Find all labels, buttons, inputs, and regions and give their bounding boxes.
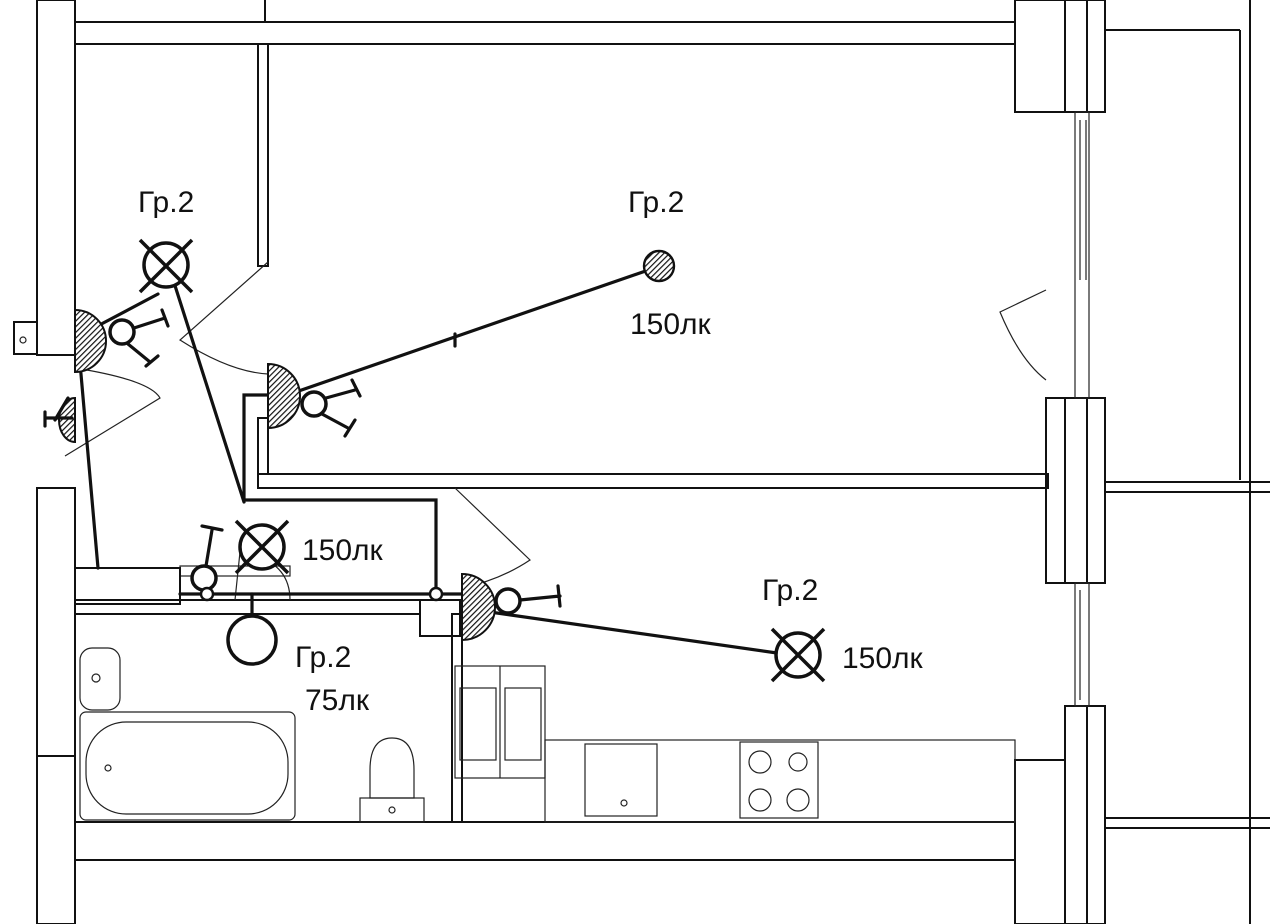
socket-entry <box>108 308 170 368</box>
labels: Гр.2 Гр.2 150лк 150лк Гр.2 75лк Гр.2 150… <box>138 186 924 717</box>
label-lux-top-right: 150лк <box>630 308 712 341</box>
partition-bath <box>74 599 421 615</box>
wall-right-lower <box>1014 759 1066 924</box>
wall-right-mid-insul <box>1064 397 1088 584</box>
lamp-bath <box>226 614 278 666</box>
partition-vertical <box>257 43 269 267</box>
door-balcony <box>999 289 1047 381</box>
label-lux-center: 150лк <box>302 534 384 567</box>
junction-box-1 <box>199 586 215 602</box>
label-group-top-left: Гр.2 <box>138 186 194 219</box>
wall-left-upper <box>36 0 76 356</box>
wire-to-room-lamp <box>288 264 662 396</box>
lamp-corridor-center <box>234 519 290 575</box>
wall-top <box>74 21 1016 45</box>
label-lux-kitchen: 150лк <box>842 642 924 675</box>
lamp-kitchen <box>770 627 826 683</box>
label-group-kitchen: Гр.2 <box>762 574 818 607</box>
window-upper <box>1074 111 1090 399</box>
door-kitchen <box>454 487 531 589</box>
wire-switch-room <box>242 393 270 502</box>
cooktop <box>739 741 819 819</box>
bathtub <box>79 711 296 821</box>
partition-horizontal <box>257 473 1049 489</box>
counter <box>544 739 1016 823</box>
wire-loop <box>242 498 438 596</box>
switch-kitchen <box>461 572 496 642</box>
fixtures <box>13 321 1016 823</box>
lights <box>138 238 826 683</box>
label-group-top-right: Гр.2 <box>628 186 684 219</box>
walls <box>36 0 1270 924</box>
wire-panel-to-switch <box>76 338 100 570</box>
kitchen-sink <box>584 743 658 817</box>
wall-right-upper-insul <box>1064 0 1088 113</box>
wall-right-upper <box>1014 0 1066 113</box>
electric-panel <box>74 567 181 605</box>
lamp-corridor-top <box>138 238 194 294</box>
wire-lamp-1-to-switch <box>168 268 246 504</box>
lamp-room-ceiling <box>642 249 676 283</box>
switch-room <box>267 362 301 430</box>
switch-corridor-wall <box>58 396 76 444</box>
switch-entry <box>74 308 107 374</box>
wall-left-lower <box>36 755 76 924</box>
wall-left-concrete <box>36 487 76 757</box>
socket-room <box>300 378 362 438</box>
wall-bottom <box>74 821 1016 861</box>
meter-box <box>13 321 38 355</box>
sink-bath <box>79 647 121 711</box>
label-group-bath: Гр.2 <box>295 641 351 674</box>
doors <box>64 261 1047 601</box>
socket-corridor <box>190 524 224 592</box>
socket-kitchen <box>494 584 562 615</box>
wire-to-kitchen-lamp <box>488 610 800 658</box>
wiring <box>76 264 800 658</box>
sockets <box>108 308 562 615</box>
toilet <box>369 737 415 799</box>
door-room <box>179 261 269 375</box>
door-entry <box>64 367 161 457</box>
window-lower <box>1074 582 1090 707</box>
switches <box>43 308 496 642</box>
junction-box-2 <box>428 586 444 602</box>
label-lux-bath: 75лк <box>305 684 370 717</box>
